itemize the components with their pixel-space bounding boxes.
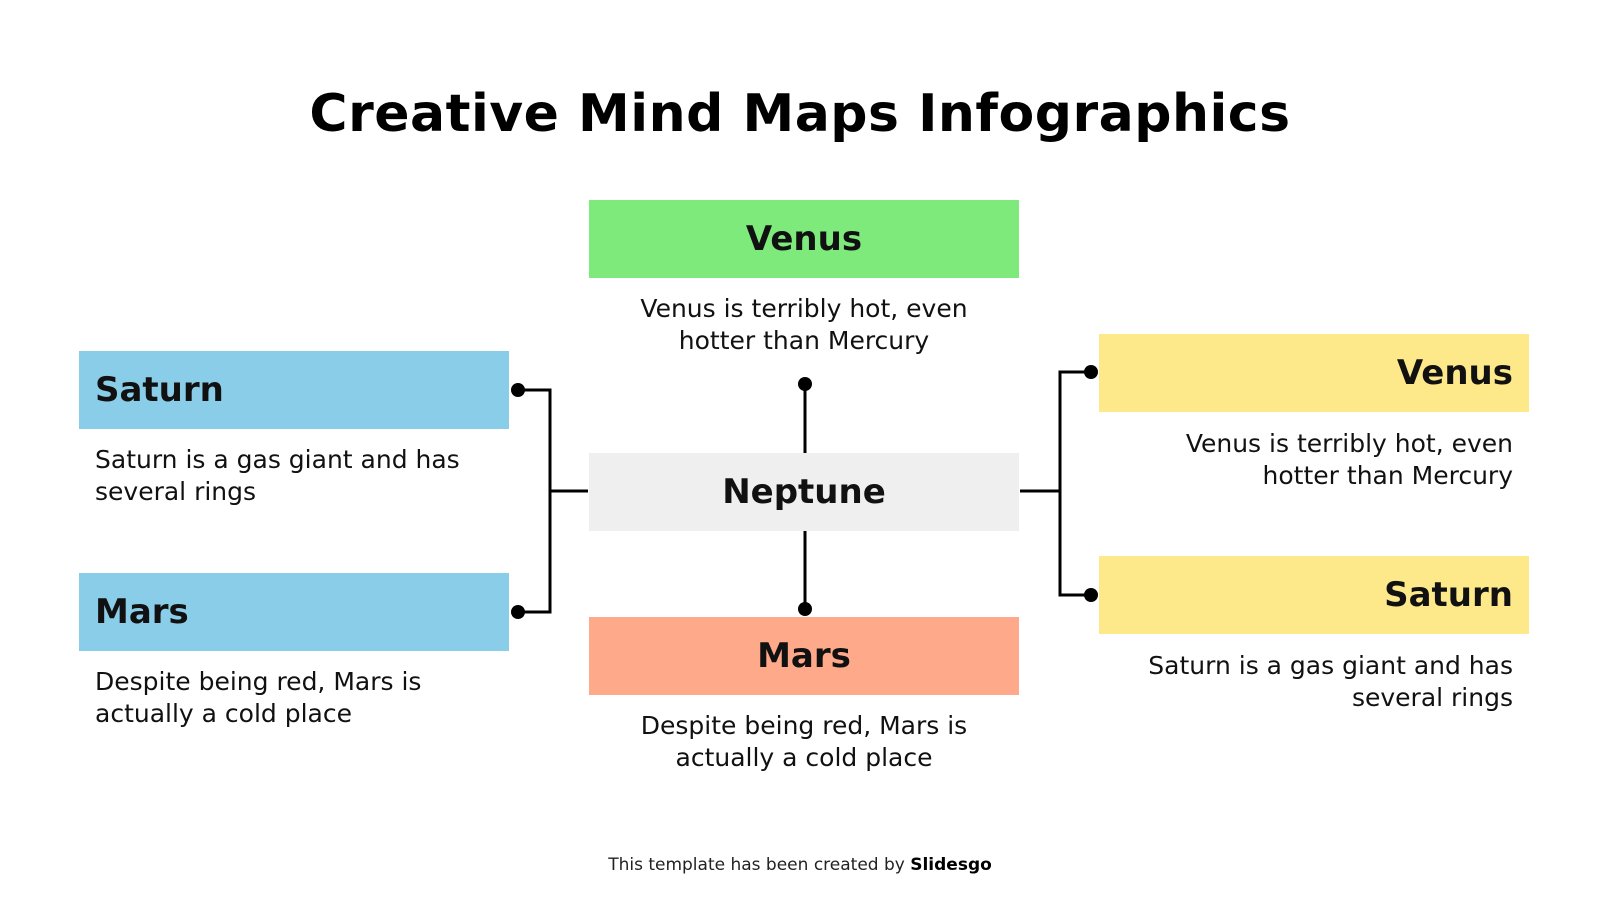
left-bracket-line [520,388,552,614]
footer-brand-link[interactable]: Slidesgo [910,855,992,875]
right-bottom-dot [1084,588,1098,602]
page-title: Creative Mind Maps Infographics [309,84,1291,144]
node-top-venus: Venus [589,200,1019,278]
footer-credit: This template has been created by Slides… [0,855,1600,875]
right-top-dot [1084,365,1098,379]
node-top-label: Venus [745,219,863,259]
node-bottom-label: Mars [757,636,851,676]
node-right-top-label: Venus [1396,353,1513,393]
node-right-top-venus: Venus [1099,334,1529,412]
node-center-label: Neptune [722,472,886,512]
node-right-bottom-label: Saturn [1384,575,1513,615]
bottom-dot [798,602,812,616]
node-bottom-mars: Mars [589,617,1019,695]
node-right-bottom-desc: Saturn is a gas giant and has several ri… [1148,651,1513,712]
right-bracket-line [1058,370,1090,597]
node-right-top-desc: Venus is terribly hot, even hotter than … [1185,429,1513,490]
node-left-bottom-mars: Mars [79,573,509,651]
node-top-desc: Venus is terribly hot, even hotter than … [640,294,968,355]
left-bottom-dot [511,605,525,619]
footer-prefix: This template has been created by [608,855,911,875]
node-left-bottom-desc: Despite being red, Mars is actually a co… [95,667,422,728]
top-dot [798,377,812,391]
node-left-top-saturn: Saturn [79,351,509,429]
node-right-bottom-saturn: Saturn [1099,556,1529,634]
node-left-bottom-label: Mars [95,592,189,632]
node-center-neptune: Neptune [589,453,1019,531]
node-bottom-desc: Despite being red, Mars is actually a co… [640,711,968,772]
node-left-top-desc: Saturn is a gas giant and has several ri… [95,445,460,506]
left-top-dot [511,383,525,397]
node-left-top-label: Saturn [95,370,224,410]
